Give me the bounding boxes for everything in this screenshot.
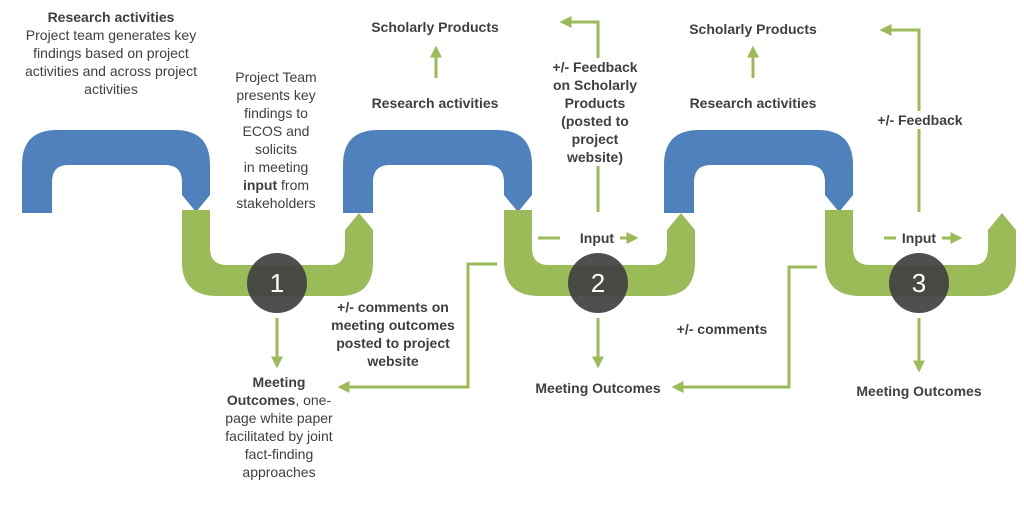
meeting-outcomes-2: Meeting Outcomes	[535, 380, 661, 396]
step-1-marker: 1	[247, 253, 307, 313]
comments-line: meeting outcomes	[331, 317, 455, 333]
meeting-outcomes-1-line: approaches	[242, 464, 316, 480]
comments-arrow-1	[337, 262, 497, 393]
blue-pipe-1	[22, 130, 210, 213]
comments-on-outcomes-label: +/- comments on meeting outcomes posted …	[320, 298, 466, 370]
scholarly-products-1: Scholarly Products	[371, 19, 499, 35]
feedback-scholarly-line: website)	[566, 149, 623, 165]
research-activities-2: Research activities	[371, 95, 499, 111]
blue-pipe-3	[664, 130, 853, 213]
meeting-outcomes-1-title-2: Outcomes	[226, 392, 296, 408]
input-emphasis: input	[242, 177, 278, 193]
feedback-scholarly-label: +/- Feedback on Scholarly Products (post…	[536, 58, 654, 166]
comments-line: +/- comments on	[337, 299, 449, 315]
blue-pipe-2	[343, 130, 532, 213]
meeting-outcomes-3: Meeting Outcomes	[856, 383, 982, 399]
project-team-line: Project Team	[235, 69, 317, 85]
comments-label-2: +/- comments	[676, 321, 768, 337]
meeting-outcomes-1-one: , one-	[295, 392, 332, 408]
green-pipe-2	[504, 210, 695, 296]
research-intro: Research activities Project team generat…	[0, 8, 222, 98]
step-2-number: 2	[591, 268, 605, 298]
meeting-outcomes-1-line: facilitated by joint	[225, 428, 333, 444]
feedback-scholarly-line: on Scholarly	[552, 77, 638, 93]
feedback-arrow-3	[879, 24, 921, 212]
feedback-scholarly-line: +/- Feedback	[552, 59, 638, 75]
project-team-line: ECOS and	[242, 123, 310, 139]
research-intro-title: Research activities	[47, 9, 175, 25]
meeting-outcomes-1-line: Outcomes, one-	[204, 391, 354, 409]
project-team-line: solicits	[254, 141, 297, 157]
research-intro-line: activities and across project	[25, 63, 197, 79]
project-team-line: presents key	[236, 87, 316, 103]
research-intro-line: activities	[84, 81, 138, 97]
step-3-number: 3	[912, 268, 926, 298]
comments-line: website	[367, 353, 419, 369]
input-label-3: Input	[901, 230, 937, 246]
project-team-line: stakeholders	[236, 195, 316, 211]
research-activities-3: Research activities	[689, 95, 817, 111]
input-label-2: Input	[579, 230, 615, 246]
meeting-outcomes-1-line: fact-finding	[244, 446, 314, 462]
meeting-outcomes-1: Meeting Outcomes, one- page white paper …	[204, 373, 354, 481]
research-intro-line: Project team generates key	[25, 27, 197, 43]
scholarly-products-2: Scholarly Products	[689, 21, 817, 37]
feedback-scholarly-line: Products	[564, 95, 626, 111]
green-pipe-1	[182, 210, 373, 296]
step-1-number: 1	[270, 268, 284, 298]
feedback-scholarly-line: project	[571, 131, 619, 147]
comments-arrow-2	[671, 265, 817, 393]
comments-line: posted to project	[336, 335, 450, 351]
project-team-line: in meeting	[243, 159, 309, 175]
project-team-note: Project Team presents key findings to EC…	[218, 68, 334, 212]
green-pipe-3	[825, 210, 1016, 296]
feedback-label-3: +/- Feedback	[866, 111, 974, 129]
project-team-line: findings to	[244, 105, 308, 121]
step-2-marker: 2	[568, 253, 628, 313]
research-intro-line: findings based on project	[33, 45, 189, 61]
meeting-outcomes-1-title: Meeting	[252, 374, 306, 390]
project-team-from: from	[277, 177, 310, 193]
feedback-scholarly-line: (posted to	[561, 113, 629, 129]
meeting-outcomes-1-line: page white paper	[225, 410, 333, 426]
project-team-input-line: input from	[218, 176, 334, 194]
step-3-marker: 3	[889, 253, 949, 313]
